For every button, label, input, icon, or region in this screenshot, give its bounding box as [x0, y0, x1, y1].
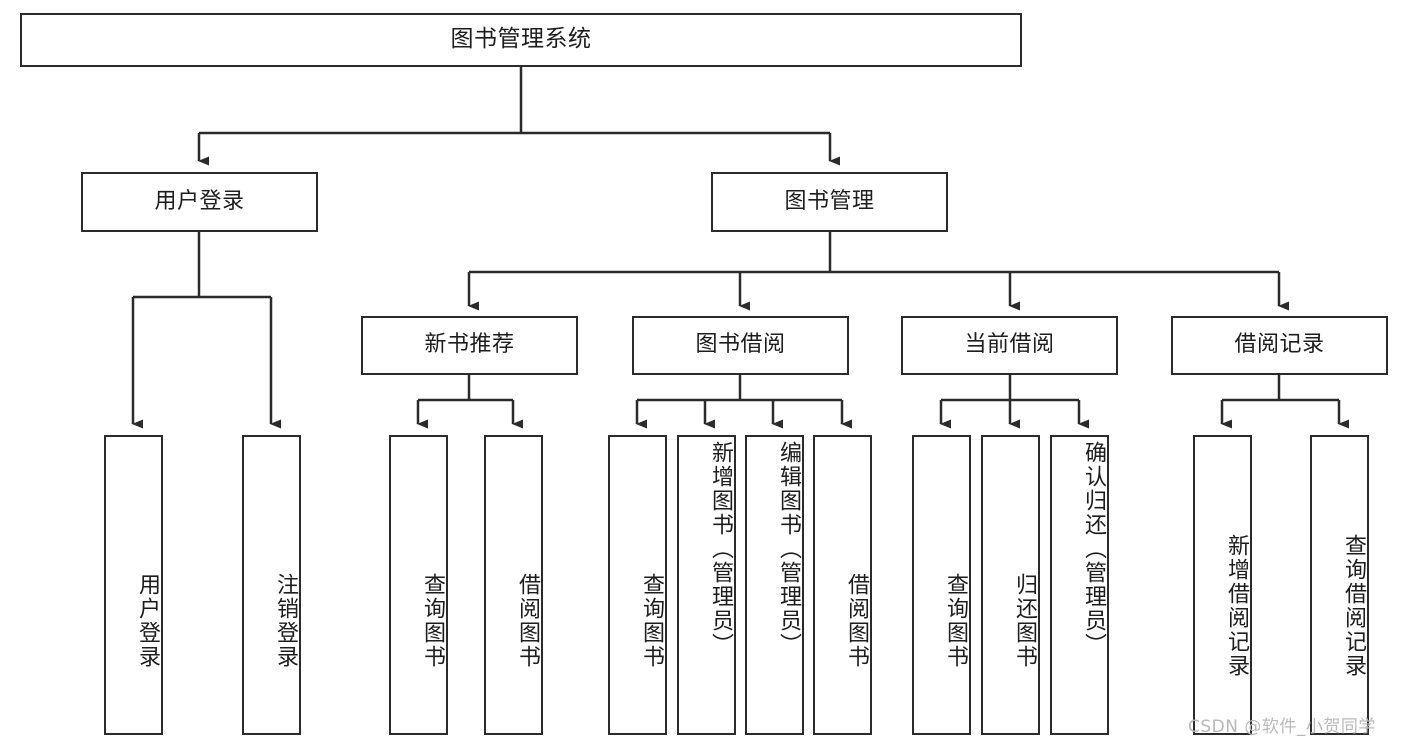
node-label: 新书推荐 [424, 332, 515, 358]
watermark-text: CSDN @软件_小贺同学 [1188, 717, 1376, 737]
node-label: 当前借阅 [964, 332, 1055, 358]
node-leaf-logout-login[interactable]: 注销登录 [242, 435, 301, 735]
node-leaf-return-book[interactable]: 归还图书 [981, 435, 1040, 735]
node-label: 归还图书 [1012, 573, 1037, 669]
node-leaf-borrow-book-1[interactable]: 借阅图书 [484, 435, 543, 735]
node-label: 图书管理系统 [450, 26, 592, 53]
node-label: 确认归还（管理员） [1081, 441, 1106, 657]
node-label: 用户登录 [135, 573, 160, 669]
node-book-manage[interactable]: 图书管理 [711, 172, 948, 232]
node-leaf-add-book[interactable]: 新增图书（管理员） [677, 435, 736, 735]
node-current-borrow[interactable]: 当前借阅 [901, 316, 1118, 375]
node-label: 借阅图书 [515, 573, 540, 669]
node-leaf-borrow-book-2[interactable]: 借阅图书 [813, 435, 872, 735]
node-leaf-edit-book[interactable]: 编辑图书（管理员） [745, 435, 804, 735]
node-label: 图书借阅 [695, 332, 786, 358]
node-leaf-user-login[interactable]: 用户登录 [104, 435, 163, 735]
node-label: 查询借阅记录 [1341, 534, 1366, 678]
node-label: 查询图书 [943, 573, 968, 669]
node-label: 编辑图书（管理员） [776, 441, 801, 657]
node-leaf-query-record[interactable]: 查询借阅记录 [1310, 435, 1369, 735]
node-leaf-query-book-1[interactable]: 查询图书 [389, 435, 448, 735]
node-label: 新增借阅记录 [1224, 534, 1249, 678]
node-label: 查询图书 [639, 573, 664, 669]
node-label: 借阅记录 [1234, 332, 1325, 358]
node-root-system[interactable]: 图书管理系统 [20, 13, 1022, 67]
node-leaf-add-record[interactable]: 新增借阅记录 [1193, 435, 1252, 735]
node-label: 图书管理 [784, 188, 875, 214]
node-leaf-confirm-return[interactable]: 确认归还（管理员） [1050, 435, 1109, 735]
node-leaf-query-book-3[interactable]: 查询图书 [912, 435, 971, 735]
node-book-borrow[interactable]: 图书借阅 [632, 316, 849, 375]
node-label: 用户登录 [154, 188, 245, 214]
node-new-book-recommend[interactable]: 新书推荐 [361, 316, 578, 375]
node-borrow-record[interactable]: 借阅记录 [1171, 316, 1388, 375]
node-label: 查询图书 [420, 573, 445, 669]
node-user-login[interactable]: 用户登录 [81, 172, 318, 232]
node-label: 注销登录 [273, 573, 298, 669]
node-label: 新增图书（管理员） [708, 441, 733, 657]
node-label: 借阅图书 [844, 573, 869, 669]
node-leaf-query-book-2[interactable]: 查询图书 [608, 435, 667, 735]
